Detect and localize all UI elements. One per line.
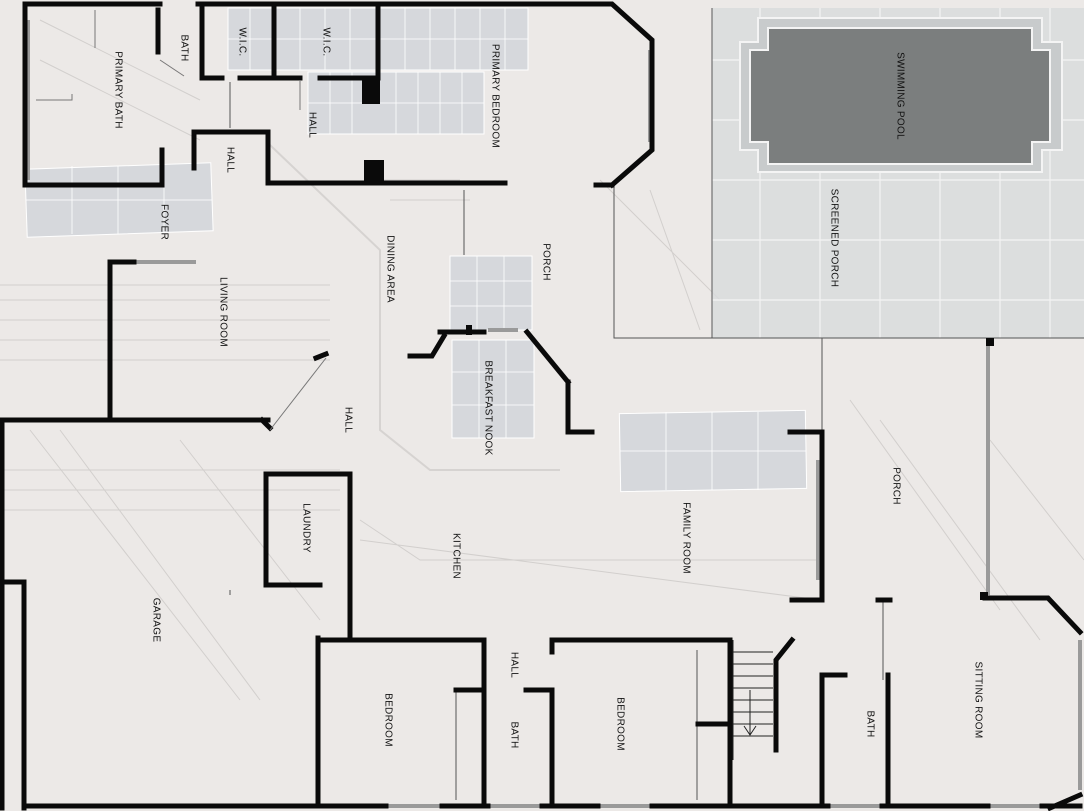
room-label-primary-bath: PRIMARY BATH: [112, 51, 123, 129]
room-label-hall-upper: HALL: [306, 112, 317, 138]
room-label-garage: GARAGE: [150, 598, 161, 643]
room-label-living-room: LIVING ROOM: [217, 277, 228, 347]
interior-wall: [263, 471, 323, 588]
windows: [26, 20, 1082, 808]
interior-wall: [549, 637, 733, 809]
room-label-hall-center: HALL: [342, 407, 353, 433]
door-swing-lines: [36, 10, 327, 431]
room-label-hall-left: HALL: [224, 147, 235, 173]
exterior-wall: [0, 579, 27, 811]
room-label-primary-bedroom: PRIMARY BEDROOM: [489, 44, 500, 148]
room-label-bath-lower: BATH: [508, 721, 519, 748]
roof-hip: [269, 144, 560, 471]
room-label-bath-top: BATH: [178, 34, 189, 61]
room-label-wic-right: W.I.C.: [320, 27, 331, 56]
room-label-sitting-room: SITTING ROOM: [972, 662, 983, 739]
room-label-bedroom-right: BEDROOM: [614, 697, 625, 751]
solar-panel-array: [451, 339, 535, 439]
room-label-bath-right: BATH: [864, 710, 875, 737]
room-label-porch-right: PORCH: [890, 467, 901, 505]
exterior-wall: [982, 595, 1084, 636]
room-label-breakfast-nook: BREAKFAST NOOK: [482, 360, 493, 455]
exterior-wall: [22, 1, 165, 188]
interior-wall: [199, 5, 225, 81]
room-label-screened-porch: SCREENED PORCH: [828, 189, 839, 288]
room-label-bedroom-left: BEDROOM: [382, 693, 393, 747]
room-label-family-room: FAMILY ROOM: [680, 502, 691, 574]
interior-wall: [191, 129, 271, 181]
interior-wall: [787, 429, 825, 603]
room-label-kitchen: KITCHEN: [450, 533, 461, 579]
room-label-wic-left: W.I.C.: [236, 27, 247, 56]
interior-wall: [523, 687, 555, 809]
room-label-dining-area: DINING AREA: [384, 235, 395, 303]
interior-wall: [312, 350, 330, 362]
interior-wall: [258, 416, 274, 432]
interior-wall: [263, 471, 353, 639]
exterior-wall: [1046, 791, 1084, 811]
interior-wall: [523, 328, 572, 386]
room-label-porch-center: PORCH: [540, 243, 551, 281]
solar-panel-array: [449, 255, 533, 331]
interior-wall: [407, 332, 448, 359]
solar-panel-grid: [26, 8, 806, 490]
exterior-wall: [195, 1, 655, 189]
room-label-foyer: FOYER: [158, 204, 169, 240]
room-label-laundry: LAUNDRY: [300, 503, 311, 553]
swimming-pool: [749, 27, 1051, 165]
thin-lines: [229, 8, 1084, 800]
staircase: [732, 640, 773, 760]
room-label-swimming-pool: SWIMMING POOL: [894, 52, 905, 140]
wall-columns: [362, 80, 994, 600]
interior-wall: [773, 636, 796, 753]
room-labels: PRIMARY BATH BATH W.I.C. W.I.C. PRIMARY …: [112, 27, 983, 750]
room-label-hall-lower: HALL: [508, 652, 519, 678]
